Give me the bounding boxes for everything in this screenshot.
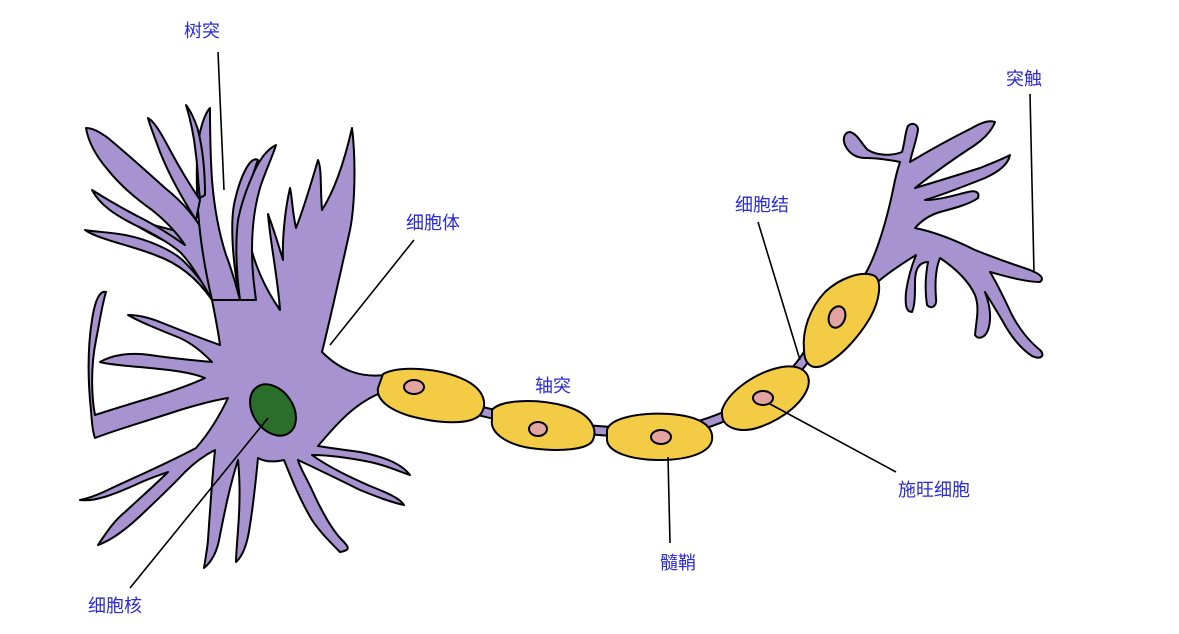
- dendrite-branch-center: [147, 117, 201, 221]
- schwann-nucleus-2: [528, 421, 548, 437]
- label-axon-terminal: 突触: [1006, 69, 1042, 90]
- label-node-of-ranvier: 细胞结: [735, 195, 789, 216]
- dendrite-branch-left: [85, 127, 231, 301]
- label-cell-body: 细胞体: [406, 213, 460, 234]
- leader-nucleus: [129, 417, 269, 589]
- label-schwann-cell: 施旺细胞: [898, 480, 970, 501]
- leader-node: [757, 221, 801, 361]
- schwann-nucleus-1: [403, 379, 425, 395]
- cell-nucleus: [249, 383, 297, 437]
- label-axon: 轴突: [535, 376, 571, 397]
- leader-soma: [329, 239, 415, 346]
- axon-terminal: [842, 120, 1044, 359]
- dendrite-branch-top: [235, 144, 277, 301]
- leader-myelin: [667, 456, 671, 544]
- label-dendrite: 树突: [184, 21, 220, 42]
- leader-dendrite: [217, 51, 225, 191]
- schwann-nucleus-5: [827, 305, 847, 329]
- schwann-nucleus-4: [752, 390, 774, 406]
- label-nucleus: 细胞核: [88, 596, 142, 617]
- myelin-segment-1: [376, 367, 486, 424]
- leader-schwann: [769, 403, 897, 473]
- schwann-nucleus-3: [650, 429, 672, 445]
- dendrite-branch-inner: [185, 104, 206, 199]
- leader-terminal: [1029, 93, 1035, 274]
- label-myelin-sheath: 髓鞘: [660, 553, 696, 574]
